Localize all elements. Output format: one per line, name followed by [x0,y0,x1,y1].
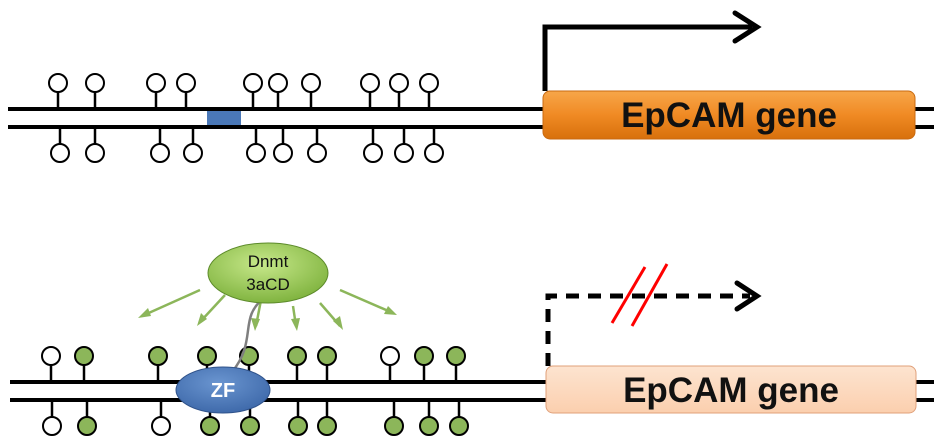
unmethylated-cpg [389,73,409,93]
top-cpg-sites [48,73,444,163]
unmethylated-cpg [301,73,321,93]
methylated-cpg [240,416,260,436]
zinc-finger-protein [175,366,271,414]
methylated-cpg [317,416,337,436]
methylated-cpg [419,416,439,436]
unmethylated-cpg [85,73,105,93]
unmethylated-cpg [50,143,70,163]
unmethylated-cpg [150,143,170,163]
linker [231,297,265,373]
dnmt3a-catalytic-domain [207,242,329,304]
unmethylated-cpg [42,416,62,436]
zf-target-site [207,111,241,125]
methylated-cpg [449,416,469,436]
unmethylated-cpg [48,73,68,93]
methylated-cpg [414,346,434,366]
methyl-arrow [339,288,394,315]
unmethylated-cpg [151,416,171,436]
unmethylated-cpg [394,143,414,163]
unmethylated-cpg [424,143,444,163]
methylated-cpg [446,346,466,366]
transcription-arrow-blocked [545,280,762,366]
bottom-cpg-sites [41,346,469,436]
methylated-cpg [287,346,307,366]
unmethylated-cpg [380,346,400,366]
unmethylated-cpg [85,143,105,163]
gene-box-active [542,90,916,140]
unmethylated-cpg [41,346,61,366]
unmethylated-cpg [360,73,380,93]
dnmt-label-line1: Dnmt [248,252,289,271]
gene-label-top: EpCAM gene [621,96,837,135]
methylated-cpg [148,346,168,366]
gene-box-repressed [545,365,917,414]
unmethylated-cpg [183,143,203,163]
gene-label-bottom: EpCAM gene [623,371,839,410]
unmethylated-cpg [273,143,293,163]
blocked-transcription-mark [610,263,669,327]
unmethylated-cpg [146,73,166,93]
unmethylated-cpg [419,73,439,93]
unmethylated-cpg [246,143,266,163]
methylated-cpg [384,416,404,436]
dnmt-label-line2: 3aCD [246,275,289,294]
unmethylated-cpg [176,73,196,93]
methylated-cpg [317,346,337,366]
methyl-arrow [141,288,201,318]
methylated-cpg [74,346,94,366]
unmethylated-cpg [307,143,327,163]
methylated-cpg [197,346,217,366]
transcription-arrow-active [542,10,762,91]
methylated-cpg [77,416,97,436]
methylated-cpg [288,416,308,436]
methylated-cpg [200,416,220,436]
zf-label: ZF [211,380,235,402]
unmethylated-cpg [363,143,383,163]
unmethylated-cpg [243,73,263,93]
top-panel: EpCAM gene [8,10,934,163]
bottom-panel: Dnmt 3aCD ZF EpCAM gene [10,242,934,436]
methylation-arrows [138,288,397,331]
unmethylated-cpg [268,73,288,93]
